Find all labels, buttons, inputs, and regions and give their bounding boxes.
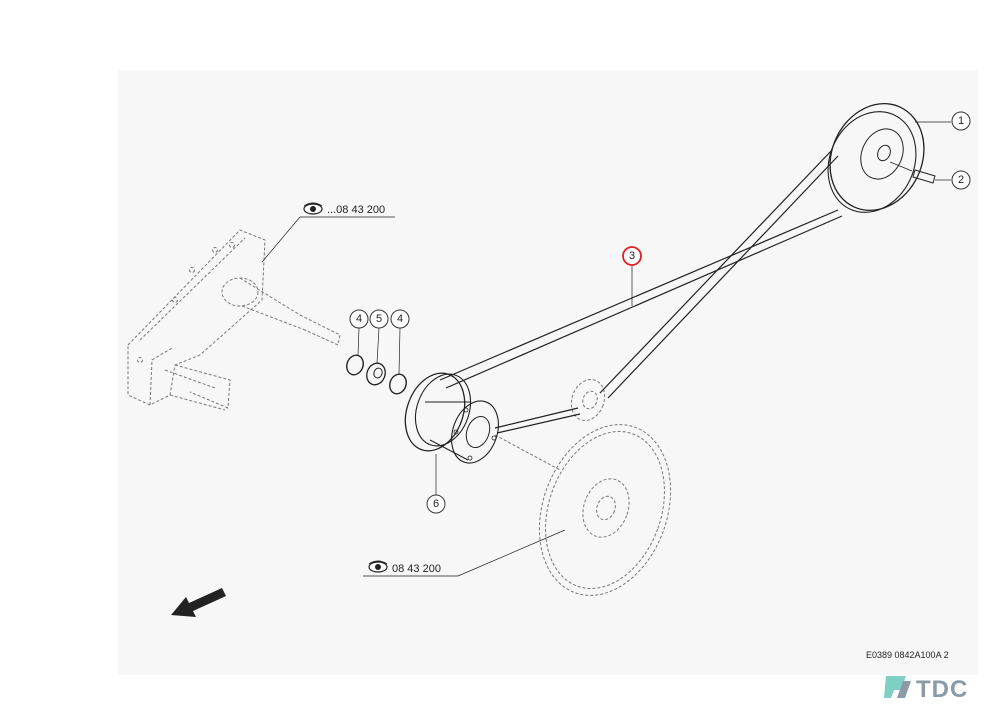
circlip-right: [389, 373, 407, 395]
circlip-left: [346, 354, 364, 376]
upper-pulley: [827, 102, 925, 213]
frame-bracket: [127, 229, 341, 411]
reference-bottom[interactable]: 08 43 200: [368, 560, 441, 575]
callout-4-left[interactable]: 4: [349, 309, 369, 329]
callout-2[interactable]: 2: [951, 170, 971, 190]
pin: [889, 161, 936, 184]
tdc-logo: TDC: [884, 676, 968, 703]
reference-top[interactable]: ...08 43 200: [303, 202, 385, 216]
lower-pulley: [404, 372, 499, 464]
reference-text: ...08 43 200: [327, 204, 385, 216]
logo-mark-icon: [884, 676, 906, 698]
callout-label: 3: [629, 250, 635, 262]
callout-label: 4: [356, 313, 362, 325]
drive-belt: [439, 149, 843, 434]
callout-6[interactable]: 6: [426, 494, 446, 514]
idler-pulley: [570, 379, 606, 421]
callout-5[interactable]: 5: [369, 309, 389, 329]
callout-label: 6: [433, 498, 439, 510]
bearing: [366, 362, 386, 386]
reference-text: 08 43 200: [392, 563, 441, 575]
direction-arrow-icon: [171, 588, 226, 617]
eye-icon: [303, 202, 323, 215]
callout-1[interactable]: 1: [951, 111, 971, 131]
drawing-code: E0389 0842A100A 2: [866, 650, 949, 660]
drawing-area: [118, 70, 978, 675]
callout-4-right[interactable]: 4: [390, 309, 410, 329]
callout-label: 2: [958, 174, 964, 186]
logo-text: TDC: [916, 676, 968, 703]
callout-label: 1: [958, 115, 964, 127]
leader-lines: [261, 121, 951, 577]
callout-label: 5: [376, 313, 382, 325]
callout-label: 4: [397, 313, 403, 325]
eye-icon: [368, 560, 388, 573]
callout-3[interactable]: 3: [622, 246, 642, 266]
